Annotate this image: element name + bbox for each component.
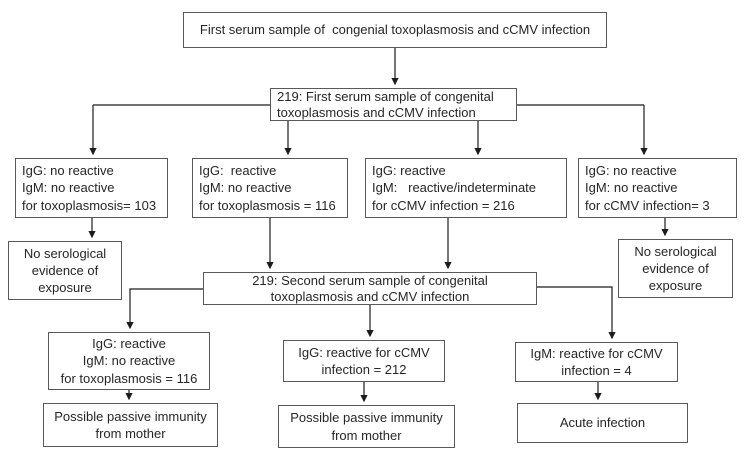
- box-line: IgM: no reactive: [82, 353, 176, 369]
- box-line: toxoplasmosis and cCMV infection: [277, 104, 476, 120]
- box-line: 219: Second serum sample of congenital: [252, 273, 488, 288]
- box-no-serology-left: No serological evidence of exposure: [8, 241, 122, 300]
- box-line: IgG: reactive: [92, 335, 166, 351]
- box-line: infection = 212: [321, 362, 407, 377]
- box-line: IgM: no reactive: [22, 180, 115, 196]
- box-second-tox: IgG: reactive IgM: no reactive for toxop…: [48, 332, 210, 390]
- box-line: for cCMV infection = 216: [372, 197, 515, 213]
- elbow-to-second-ccmv-igm: [537, 286, 616, 340]
- box-text: First serum sample of congenial toxoplas…: [199, 22, 591, 38]
- box-line: IgM: reactive for cCMV: [530, 345, 663, 361]
- box-line: toxoplasmosis and cCMV infection: [270, 288, 470, 304]
- box-ccmv-reactive: IgG: reactive IgM: reactive/indeterminat…: [365, 158, 567, 218]
- box-passive-immunity-mid: Possible passive immunity from mother: [278, 405, 455, 448]
- box-top-first-serum: First serum sample of congenial toxoplas…: [183, 12, 607, 48]
- box-line: 219: First serum sample of congenital: [277, 89, 494, 104]
- box-line: IgG: reactive for cCMV: [298, 344, 430, 360]
- box-line: evidence of: [642, 261, 709, 276]
- box-text: Acute infection: [559, 415, 646, 431]
- box-acute-infection: Acute infection: [517, 403, 688, 443]
- box-line: IgG: reactive: [199, 162, 277, 178]
- box-tox-igg-reactive: IgG: reactive IgM: no reactive for toxop…: [192, 158, 348, 218]
- box-line: evidence of: [31, 263, 99, 278]
- box-line: for toxoplasmosis = 116: [60, 370, 198, 386]
- box-line: IgM: no reactive: [199, 180, 292, 196]
- box-line: for toxoplasmosis = 116: [199, 197, 336, 213]
- box-line: IgM: no reactive: [585, 180, 678, 196]
- box-line: from mother: [95, 426, 166, 441]
- box-line: infection = 4: [561, 363, 632, 378]
- box-ccmv-nonreactive: IgG: no reactive IgM: no reactive for cC…: [578, 158, 737, 218]
- box-line: No serological: [634, 244, 717, 259]
- box-first-sample-219: 219: First serum sample of congenital to…: [270, 88, 517, 121]
- box-line: from mother: [331, 427, 402, 443]
- box-second-ccmv-igm: IgM: reactive for cCMV infection = 4: [515, 342, 678, 382]
- box-line: IgG: reactive: [372, 162, 446, 178]
- box-line: for cCMV infection= 3: [585, 197, 710, 213]
- box-line: exposure: [648, 278, 703, 293]
- box-line: No serological: [23, 246, 107, 261]
- box-passive-immunity-left: Possible passive immunity from mother: [43, 403, 218, 447]
- elbow-to-second-tox: [126, 288, 203, 330]
- box-tox-nonreactive: IgG: no reactive IgM: no reactive for to…: [15, 158, 168, 218]
- box-no-serology-right: No serological evidence of exposure: [618, 239, 733, 298]
- box-second-sample-219: 219: Second serum sample of congenital t…: [203, 272, 537, 305]
- box-second-ccmv-igg: IgG: reactive for cCMV infection = 212: [283, 340, 445, 382]
- box-line: exposure: [38, 280, 92, 295]
- box-line: IgG: no reactive: [585, 162, 677, 178]
- box-line: Possible passive immunity: [54, 408, 207, 424]
- box-line: IgG: no reactive: [22, 162, 114, 178]
- box-line: IgM: reactive/indeterminate: [372, 180, 537, 196]
- box-line: for toxoplasmosis= 103: [22, 197, 157, 213]
- box-line: Possible passive immunity: [290, 410, 443, 425]
